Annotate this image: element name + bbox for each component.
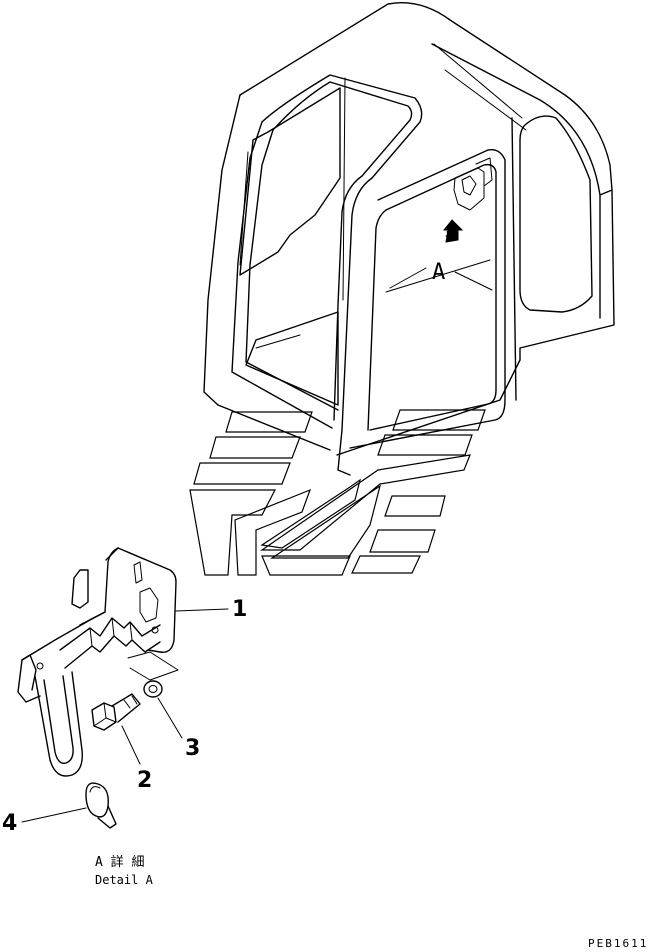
- detail-caption-jp: A 詳 細: [95, 854, 144, 870]
- drawing-code: PEB1611: [588, 937, 648, 950]
- detail-caption: A 詳 細 Detail A: [95, 854, 154, 887]
- callout-3: 3: [185, 736, 200, 761]
- callout-2: 2: [137, 768, 152, 793]
- part-1-bracket: [17, 547, 179, 777]
- view-label-text: A: [432, 260, 445, 285]
- part-2-bolt: [91, 693, 141, 731]
- manufacturer-watermark: [189, 409, 486, 576]
- leader-3: [157, 697, 183, 739]
- callout-4: 4: [2, 811, 17, 836]
- cab-illustration: [203, 2, 615, 476]
- leader-4: [21, 807, 87, 823]
- part-3-washer: [143, 680, 163, 698]
- leader-lines: [21, 608, 229, 823]
- part-4-clamp: [85, 782, 117, 829]
- view-label-a: A: [389, 260, 493, 291]
- callout-labels: 1 2 3 4: [2, 597, 247, 836]
- leader-2: [121, 725, 141, 765]
- detail-caption-en: Detail A: [95, 873, 154, 887]
- leader-1: [175, 608, 229, 612]
- callout-1: 1: [232, 597, 247, 622]
